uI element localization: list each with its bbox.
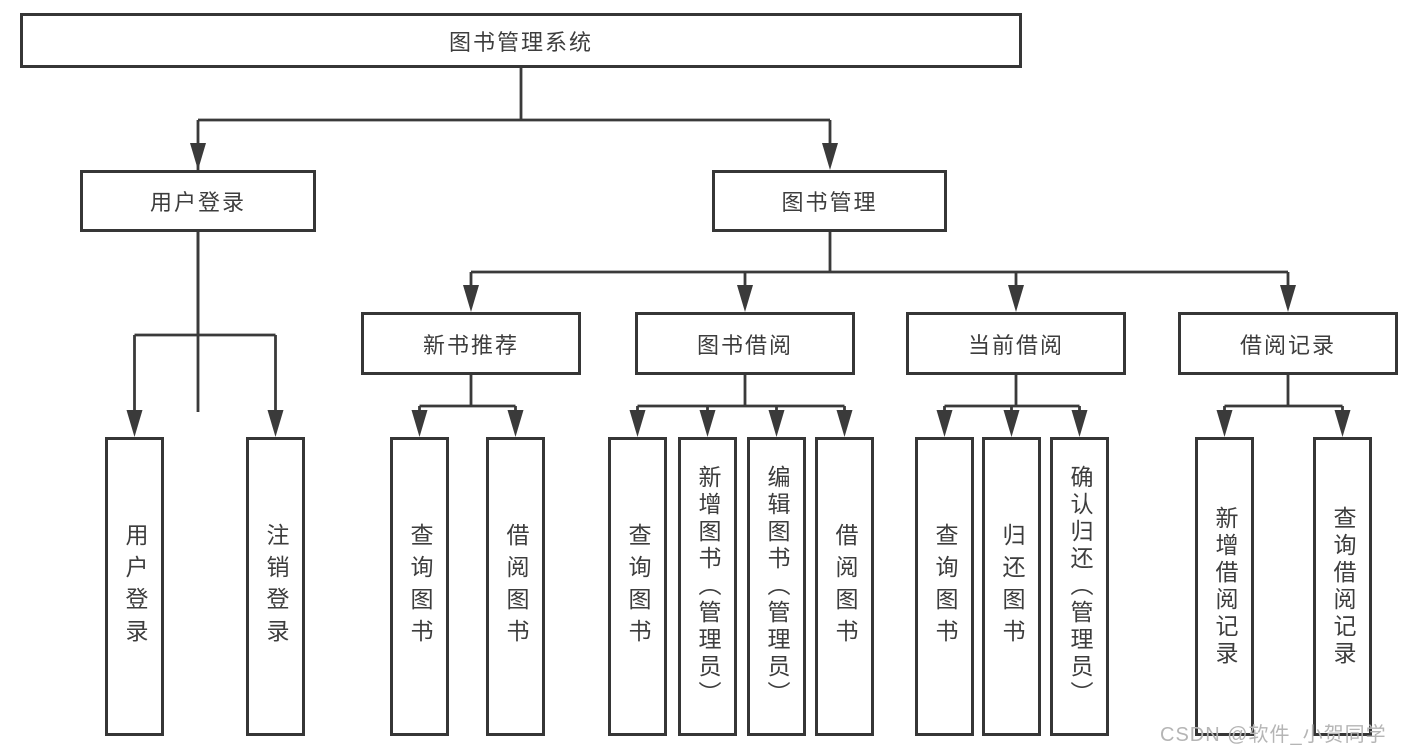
leaf-user-login-label: 用户登录 [122, 522, 148, 651]
node-book-management: 图书管理 [712, 170, 947, 232]
node-library-system-label: 图书管理系统 [448, 29, 593, 55]
connector-borrow-records-children [1216, 375, 1351, 437]
leaf-borrow-books-2: 借阅图书 [815, 437, 874, 736]
leaf-borrow-books-2-label: 借阅图书 [832, 522, 858, 651]
leaf-query-borrow-record-label: 查询借阅记录 [1330, 505, 1356, 668]
leaf-query-books-3: 查询图书 [915, 437, 974, 736]
leaf-confirm-return-admin: 确认归还（管理员） [1050, 437, 1109, 736]
node-library-system: 图书管理系统 [20, 13, 1022, 68]
node-user-login-label: 用户登录 [149, 190, 246, 215]
connector-user-login-children [126, 232, 284, 437]
leaf-confirm-return-admin-label: 确认归还（管理员） [1067, 465, 1093, 708]
node-current-borrow: 当前借阅 [906, 312, 1126, 375]
leaf-query-books-2: 查询图书 [608, 437, 667, 736]
leaf-add-borrow-record: 新增借阅记录 [1195, 437, 1254, 736]
node-borrow-records-label: 借阅记录 [1239, 332, 1336, 358]
leaf-add-book-admin: 新增图书（管理员） [678, 437, 737, 736]
leaf-add-borrow-record-label: 新增借阅记录 [1212, 505, 1238, 668]
leaf-return-book: 归还图书 [982, 437, 1041, 736]
leaf-query-books-1-label: 查询图书 [407, 522, 433, 651]
node-borrow-records: 借阅记录 [1178, 312, 1398, 375]
connector-book-management-children [463, 232, 1296, 312]
node-book-borrow: 图书借阅 [635, 312, 855, 375]
leaf-logout: 注销登录 [246, 437, 305, 736]
leaf-query-books-2-label: 查询图书 [625, 522, 651, 651]
leaf-add-book-admin-label: 新增图书（管理员） [695, 465, 721, 708]
node-new-books: 新书推荐 [361, 312, 581, 375]
connector-current-borrow-children [936, 375, 1088, 437]
node-current-borrow-label: 当前借阅 [967, 332, 1064, 358]
leaf-query-books-1: 查询图书 [390, 437, 449, 736]
leaf-edit-book-admin-label: 编辑图书（管理员） [764, 465, 790, 708]
leaf-query-books-3-label: 查询图书 [932, 522, 958, 651]
connector-new-books-children [411, 375, 524, 437]
node-user-login: 用户登录 [80, 170, 316, 232]
leaf-query-borrow-record: 查询借阅记录 [1313, 437, 1372, 736]
leaf-logout-label: 注销登录 [263, 522, 289, 651]
leaf-user-login: 用户登录 [105, 437, 164, 736]
leaf-borrow-books-1-label: 借阅图书 [503, 522, 529, 651]
leaf-return-book-label: 归还图书 [999, 522, 1025, 651]
connector-root-to-level2 [190, 68, 838, 412]
connector-book-borrow-children [629, 375, 853, 437]
csdn-watermark: CSDN @软件_小贺同学 [1160, 724, 1387, 746]
leaf-borrow-books-1: 借阅图书 [486, 437, 545, 736]
node-new-books-label: 新书推荐 [422, 332, 519, 358]
node-book-management-label: 图书管理 [781, 190, 878, 215]
leaf-edit-book-admin: 编辑图书（管理员） [747, 437, 806, 736]
node-book-borrow-label: 图书借阅 [696, 332, 793, 358]
